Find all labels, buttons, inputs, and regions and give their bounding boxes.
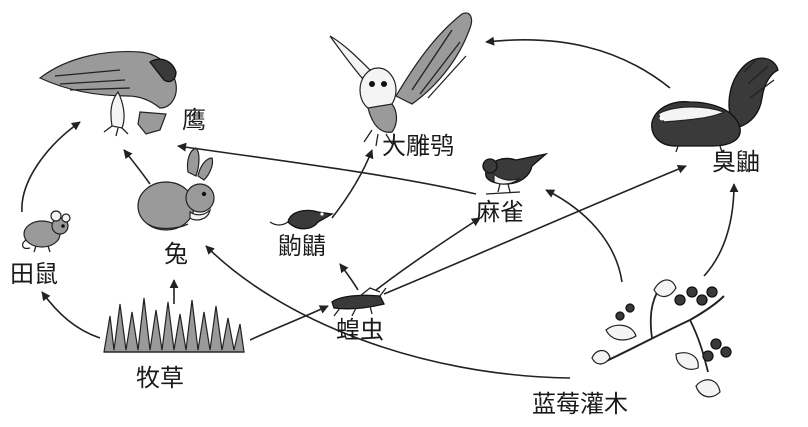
label-field-mouse: 田鼠 (10, 260, 58, 288)
arrow-grass-to-field-mouse (42, 292, 100, 338)
arrow-blueberry-to-skunk (704, 184, 734, 276)
arrow-shrew-to-owl (332, 150, 372, 218)
shrew-picture (270, 210, 332, 228)
hawk-picture (40, 52, 176, 136)
arrow-blueberry-to-sparrow (546, 190, 622, 282)
skunk-picture (652, 58, 778, 152)
label-sparrow: 麻雀 (476, 198, 524, 226)
arrow-grasshopper-to-sparrow (376, 218, 480, 290)
grasshopper-picture (332, 288, 386, 316)
arrow-rabbit-to-hawk (124, 150, 150, 184)
label-grass: 牧草 (136, 364, 184, 392)
field-mouse-picture (23, 211, 70, 252)
label-rabbit: 兔 (164, 240, 188, 268)
label-grasshopper: 蝗虫 (336, 316, 384, 344)
rabbit-picture (138, 148, 214, 230)
label-blueberry-bush: 蓝莓灌木 (532, 390, 628, 418)
arrow-skunk-to-owl (486, 40, 670, 88)
owl-picture (330, 13, 472, 146)
grass-picture (104, 298, 244, 352)
arrow-grasshopper-to-shrew (340, 264, 358, 290)
arrow-blueberry-to-rabbit (206, 246, 570, 378)
sparrow-picture (483, 154, 546, 194)
arrow-grass-to-grasshopper (250, 306, 328, 340)
label-owl: 大雕鸮 (382, 132, 454, 160)
label-skunk: 臭鼬 (712, 148, 760, 176)
label-hawk: 鹰 (182, 106, 206, 134)
label-shrew: 鼩鼱 (278, 232, 326, 260)
arrow-grasshopper-to-skunk (384, 166, 686, 294)
arrow-field-mouse-to-hawk (22, 122, 80, 212)
blueberry-bush-picture (592, 280, 731, 397)
